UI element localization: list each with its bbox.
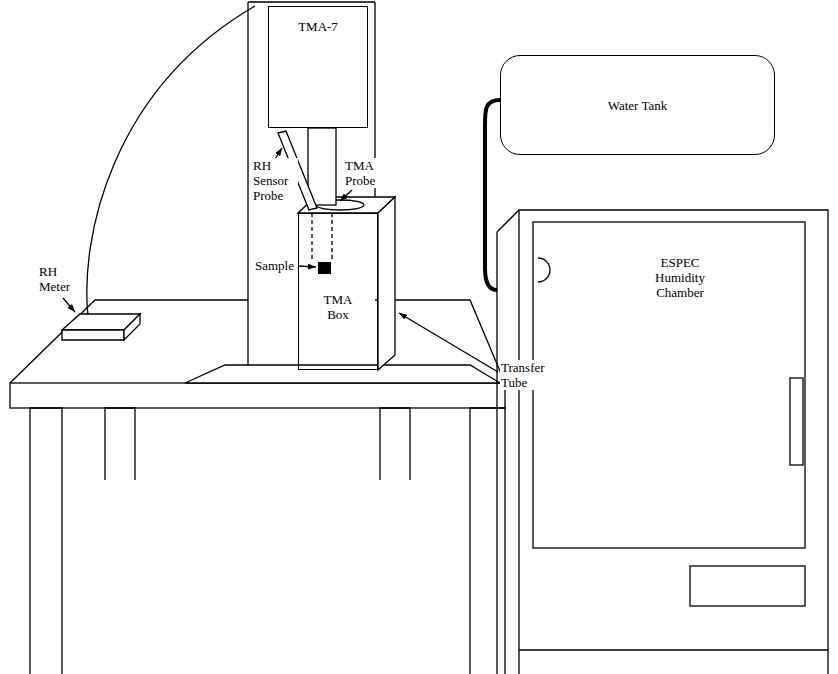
callout-label: RH Meter xyxy=(38,264,84,294)
probe-hidden-line xyxy=(311,213,312,262)
callout-label: RH Sensor Probe xyxy=(252,158,298,203)
callout-label: Sample xyxy=(254,258,295,273)
chamber-port xyxy=(538,258,550,282)
node-text: TMA-7 xyxy=(269,19,367,34)
rh-meter xyxy=(124,314,140,340)
tma-box: TMA Box xyxy=(298,213,378,370)
chamber-door xyxy=(533,222,805,548)
table-leg xyxy=(105,408,135,480)
chamber-side xyxy=(497,210,519,232)
box-side-face xyxy=(378,197,395,370)
stand-foot xyxy=(185,365,500,383)
leader-arrow xyxy=(340,190,352,201)
probe-hidden-line xyxy=(331,213,332,262)
water-line xyxy=(485,100,500,290)
tma-probe-rod xyxy=(308,128,336,205)
stand-frame xyxy=(247,2,248,365)
chamber-base xyxy=(519,649,828,650)
table-top xyxy=(10,383,505,408)
instrument-box: TMA-7 xyxy=(268,6,368,128)
callout-label: TMA Probe xyxy=(344,158,386,188)
sample-block xyxy=(318,262,331,274)
leader-arrow xyxy=(298,266,316,267)
rh-meter xyxy=(62,330,124,340)
chamber-side xyxy=(496,232,497,674)
node-text: Water Tank xyxy=(608,98,668,113)
sensor-cable xyxy=(87,6,255,316)
table-leg xyxy=(470,408,505,674)
stand-frame xyxy=(248,1,375,2)
leader-arrow xyxy=(399,313,498,372)
chamber-drawer xyxy=(690,566,805,606)
callout-label: Transfer Tube xyxy=(500,360,560,390)
table-leg xyxy=(380,408,410,480)
node-text: ESPEC Humidity Chamber xyxy=(650,255,710,300)
water-tank: Water Tank xyxy=(500,55,775,155)
node-text: TMA Box xyxy=(318,292,358,322)
table-leg xyxy=(30,408,62,674)
leader-arrow xyxy=(63,298,75,312)
chamber-front xyxy=(519,210,828,674)
humidity-chamber: ESPEC Humidity Chamber xyxy=(497,210,830,674)
door-handle xyxy=(790,378,803,465)
